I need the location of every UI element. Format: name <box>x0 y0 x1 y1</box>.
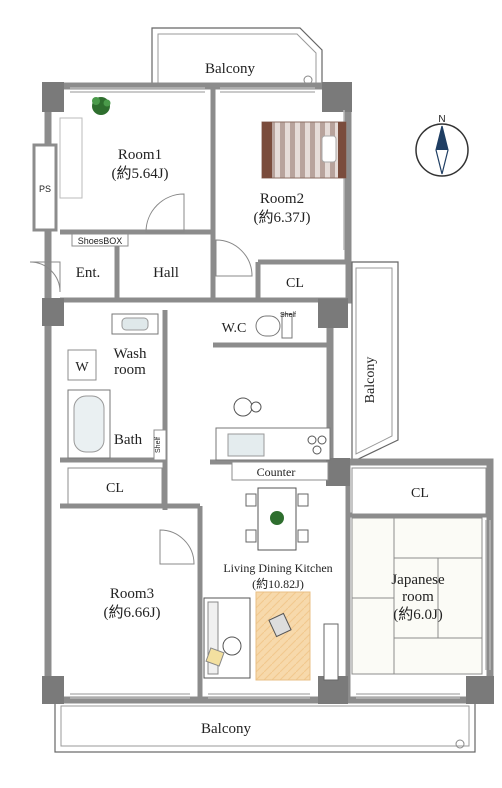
closet-room3-label: CL <box>106 481 124 496</box>
balcony-bottom-label: Balcony <box>201 721 251 737</box>
shoesbox-label: ShoesBOX <box>78 236 123 246</box>
shoesbox <box>71 233 129 247</box>
bath-label: Bath <box>114 432 143 448</box>
ps-shaft <box>32 143 58 232</box>
japanese-line2: room <box>402 589 434 605</box>
balcony-right-label: Balcony <box>363 357 378 404</box>
room2-bed <box>261 121 347 179</box>
balcony-top <box>151 27 323 91</box>
closet-room2-label: CL <box>286 276 304 291</box>
entrance-label: Ent. <box>76 265 101 281</box>
closet-room3 <box>67 467 163 505</box>
rug <box>255 591 311 681</box>
compass-north-label: N <box>438 114 445 125</box>
counter-bar <box>231 461 329 481</box>
interior-walls <box>60 86 490 700</box>
room2-name: Room2 <box>260 191 304 207</box>
washer-box <box>67 349 97 381</box>
closet-room2 <box>259 263 347 299</box>
wc-shelf-label: Shelf <box>280 312 296 319</box>
ps-label: PS <box>39 184 51 194</box>
closet-japanese-label: CL <box>411 486 429 501</box>
pillars <box>42 82 494 704</box>
sofa <box>203 597 251 679</box>
wash-room-line1: Wash <box>114 346 147 362</box>
dining-table <box>245 487 309 551</box>
tatami-grid <box>351 517 483 675</box>
room1 <box>59 97 185 233</box>
room3-name: Room3 <box>110 586 154 602</box>
tv-stand <box>323 623 339 681</box>
washer-label: W <box>75 360 89 375</box>
tablet-icon <box>268 612 292 638</box>
wash-room-line2: room <box>114 362 146 378</box>
balcony-top-label: Balcony <box>205 61 255 77</box>
kitchen-counter <box>215 427 331 461</box>
person-icon <box>233 397 262 417</box>
room1-size: (約5.64J) <box>111 165 168 182</box>
room1-name: Room1 <box>118 147 162 163</box>
bath-shelf-label: Shelf <box>155 437 162 453</box>
wc-label: W.C <box>222 321 247 336</box>
bathtub <box>67 389 111 459</box>
ldk-name: Living Dining Kitchen <box>223 561 332 575</box>
compass-icon <box>415 123 469 177</box>
room2-size: (約6.37J) <box>253 209 310 226</box>
balcony-bottom <box>54 699 476 753</box>
toilet <box>255 313 293 339</box>
japanese-line1: Japanese <box>391 572 445 588</box>
closet-japanese <box>351 467 487 515</box>
ldk-size: (約10.82J) <box>252 576 304 591</box>
room3-size: (約6.66J) <box>103 604 160 621</box>
japanese-size: (約6.0J) <box>393 606 443 623</box>
balcony-right <box>351 261 399 463</box>
hall-label: Hall <box>153 265 179 281</box>
counter-label: Counter <box>257 465 296 479</box>
